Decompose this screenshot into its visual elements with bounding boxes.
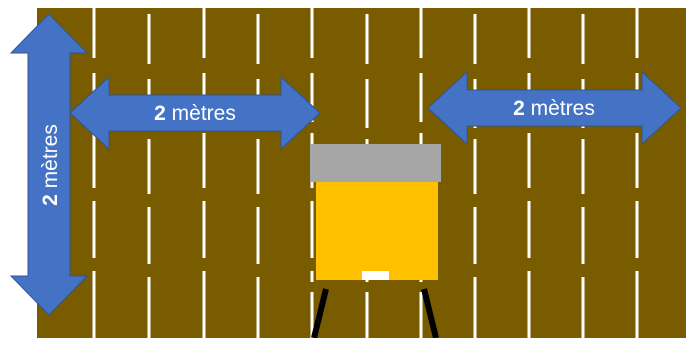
hive-body xyxy=(316,180,438,280)
left-distance-label: 2 mètres xyxy=(154,102,236,125)
vertical-distance-unit: mètres xyxy=(39,124,62,194)
hive-roof xyxy=(310,144,441,182)
right-distance-number: 2 xyxy=(513,97,525,120)
vertical-distance-label: 2 mètres xyxy=(39,124,62,206)
right-distance-unit: mètres xyxy=(525,97,595,120)
right-distance-label: 2 mètres xyxy=(513,97,595,120)
left-distance-number: 2 xyxy=(154,102,166,125)
left-distance-unit: mètres xyxy=(166,102,236,125)
vertical-distance-number: 2 xyxy=(39,194,62,206)
hive-entrance xyxy=(362,271,389,280)
